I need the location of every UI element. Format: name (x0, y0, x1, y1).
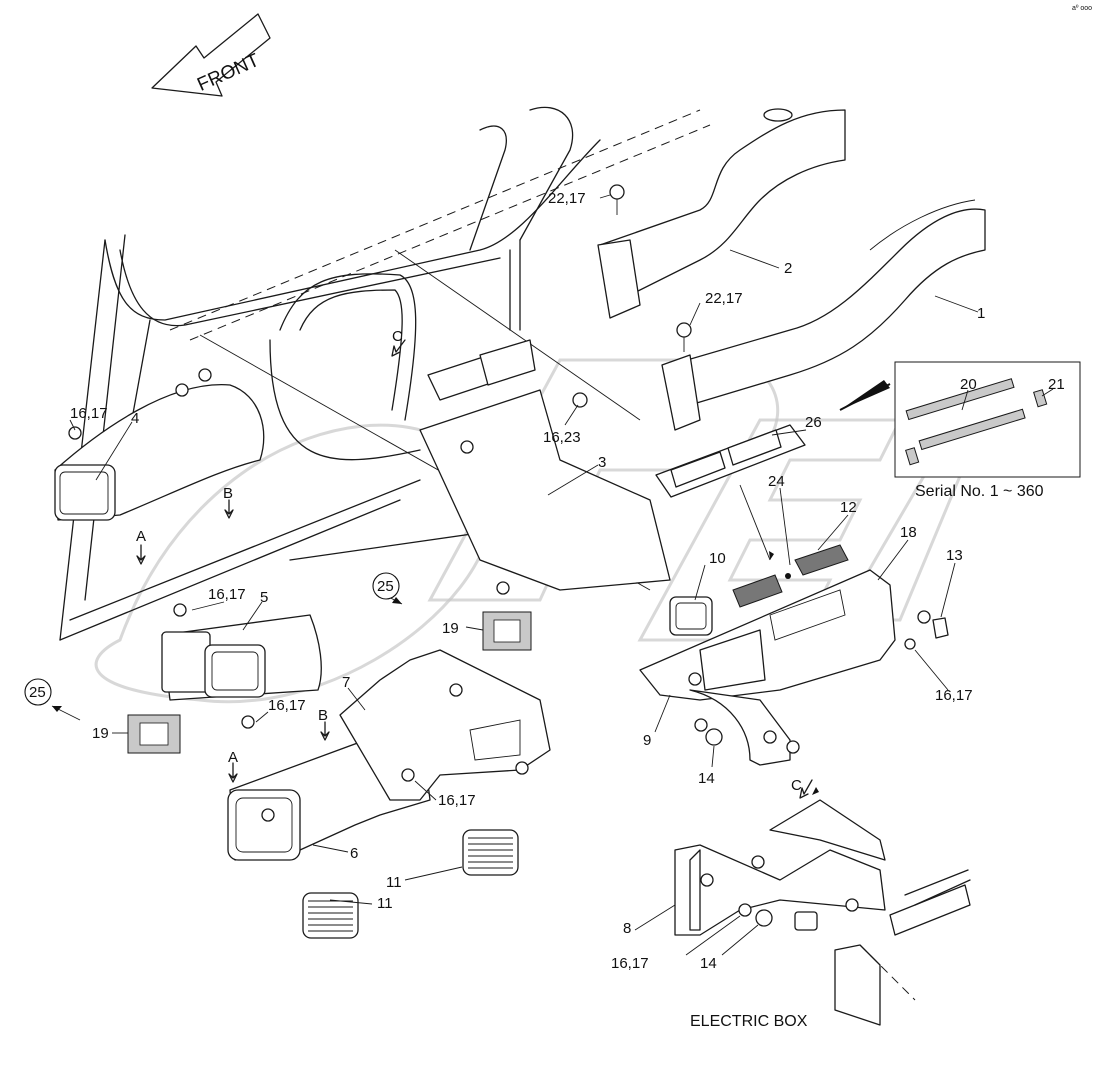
part-8-side-cover (674, 799, 886, 936)
label-16-17-d: 16,17 (438, 792, 476, 809)
label-part-19-right: 19 (442, 620, 459, 637)
section-a-upper: A (136, 528, 146, 545)
ref-circle-25-upper-label: 25 (377, 578, 394, 595)
inset-label-21: 21 (1048, 376, 1065, 393)
label-part-7: 7 (342, 674, 350, 691)
label-part-2: 2 (784, 260, 792, 277)
part-11-grille-upper (462, 829, 519, 876)
label-16-17-a: 16,17 (70, 405, 108, 422)
label-part-6: 6 (350, 845, 358, 862)
label-part-18: 18 (900, 524, 917, 541)
fasteners (68, 184, 931, 917)
cab-frame-structure (59, 106, 711, 641)
part-11-grille-lower (302, 892, 359, 939)
section-arrows (136, 339, 813, 799)
label-part-26: 26 (805, 414, 822, 431)
label-16-17-c: 16,17 (268, 697, 306, 714)
inset-label-20: 20 (960, 376, 977, 393)
label-part-1: 1 (977, 305, 985, 322)
ref-circle-25-lower (24, 678, 52, 706)
inset-block-upper (1033, 389, 1048, 408)
part-13-clip (932, 617, 949, 639)
inset-rod-upper (905, 378, 1015, 421)
label-part-4: 4 (131, 410, 139, 427)
part-13-block (794, 911, 818, 931)
part-5-duct-elbow (161, 614, 322, 701)
ref-circle-25-upper (372, 572, 400, 600)
label-part-11-upper: 11 (386, 874, 402, 891)
part-19-filter-right (482, 611, 532, 651)
part-24-vent-louver (732, 574, 783, 608)
label-part-14-lower: 14 (700, 955, 717, 972)
label-part-5: 5 (260, 589, 268, 606)
part-18-dash-panel (639, 569, 896, 701)
label-part-14-upper: 14 (698, 770, 715, 787)
serial-inset (839, 361, 1081, 478)
inset-rod-lower (918, 408, 1026, 451)
label-16-23: 16,23 (543, 429, 581, 446)
part-10-vent-bezel (669, 596, 713, 636)
section-c-upper: C (392, 328, 403, 345)
section-a-lower: A (228, 749, 238, 766)
part-26-vent-housing (655, 424, 806, 498)
label-16-17-e: 16,17 (935, 687, 973, 704)
label-16-17-b: 16,17 (208, 586, 246, 603)
front-direction-arrow: FRONT (151, 13, 271, 97)
part-4-left-duct (54, 384, 265, 521)
section-b-lower: B (318, 707, 328, 724)
label-22-17-upper: 22,17 (548, 190, 586, 207)
label-part-11-lower: 11 (377, 895, 393, 912)
section-c-lower: C (791, 777, 802, 794)
label-part-19-left: 19 (92, 725, 109, 742)
label-part-24: 24 (768, 473, 785, 490)
label-part-8: 8 (623, 920, 631, 937)
electric-box-label: ELECTRIC BOX (690, 1013, 808, 1030)
part-14-cap-upper (705, 728, 723, 746)
label-part-9: 9 (643, 732, 651, 749)
part-2-upper-duct (597, 108, 846, 319)
part-12-vent-louver (794, 544, 849, 576)
label-part-3: 3 (598, 454, 606, 471)
corner-mark: aº ooo (1072, 5, 1092, 12)
leader-lines (51, 194, 979, 956)
part-1-main-duct (661, 199, 986, 431)
part-3-center-duct (419, 339, 671, 591)
label-16-17-f: 16,17 (611, 955, 649, 972)
inset-caption: Serial No. 1 ~ 360 (915, 483, 1044, 500)
label-part-12: 12 (840, 499, 857, 516)
part-19-filter-left (127, 714, 181, 754)
label-part-13: 13 (946, 547, 963, 564)
label-22-17-lower: 22,17 (705, 290, 743, 307)
part-7-riser-duct (339, 649, 551, 801)
part-14-cap-lower (755, 909, 773, 927)
ref-circle-25-lower-label: 25 (29, 684, 46, 701)
part-9-dash-lower (689, 689, 791, 766)
section-b-upper: B (223, 485, 233, 502)
part-24-marker-dot (785, 573, 791, 579)
electric-box (834, 869, 971, 1026)
inset-block-lower (905, 447, 920, 466)
label-part-10: 10 (709, 550, 726, 567)
